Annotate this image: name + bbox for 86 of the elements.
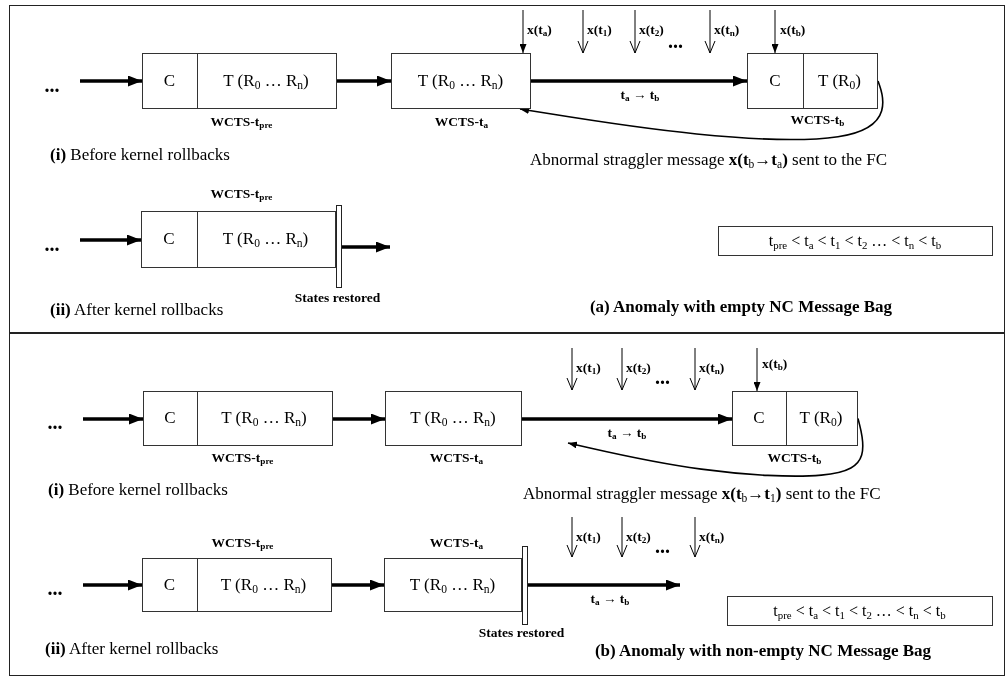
state-label: T (R$_{0}$ … R$_{n}$) <box>196 391 331 445</box>
rollback-bar <box>335 204 342 288</box>
caption-text: (i) Before kernel rollbacks <box>50 145 230 165</box>
timestamp-label: WCTS-t$_{a}$ <box>434 113 489 130</box>
ellipsis: ... <box>47 406 83 429</box>
arrow <box>80 75 142 87</box>
caption-text: (ii) After kernel rollbacks <box>45 639 219 659</box>
caption-text: (i) Before kernel rollbacks <box>48 480 228 500</box>
timestamp-label: WCTS-t$_{b}$ <box>790 111 845 128</box>
state-label: T (R$_{0}$ … R$_{n}$) <box>409 406 497 431</box>
time-order-text: t$_{pre}$ < t$_{a}$ < t$_{1}$ < t$_{2}$ … < t$_{n}$ < t$_{b}$ <box>767 230 943 253</box>
message-label: x(t$_{1}$) <box>587 22 612 38</box>
timestamp-label: WCTS-t$_{a}$ <box>429 534 484 551</box>
message-label: x(t$_{n}$) <box>699 529 725 545</box>
arrow <box>342 241 390 253</box>
state-label: T (R$_{0}$) <box>785 391 856 445</box>
arrow <box>83 413 143 425</box>
arrow <box>80 234 141 246</box>
arrow <box>83 579 142 591</box>
component-label: C <box>162 69 177 92</box>
edge-label: Abnormal straggler message x(t$_{b}$→t$_{a}$) sent to the FC <box>530 150 887 170</box>
message-label: x(t$_{2}$) <box>626 529 651 545</box>
component-label: C <box>162 573 177 596</box>
panel-caption: (b) Anomaly with non-empty NC Message Bag <box>594 641 932 661</box>
ellipsis: ... <box>44 69 80 92</box>
state-box <box>141 52 337 109</box>
message-label: x(t$_{2}$) <box>626 360 651 376</box>
timestamp-label: WCTS-t$_{pre}$ <box>210 185 273 202</box>
ellipsis: ... <box>47 572 83 595</box>
state-label: T (R$_{0}$ … R$_{n}$) <box>416 69 505 94</box>
message-label: x(t$_{2}$) <box>639 22 664 38</box>
arrow <box>337 75 391 87</box>
inequality-box <box>717 225 993 256</box>
caption-text: (ii) After kernel rollbacks <box>50 300 224 320</box>
message-label: x(t$_{n}$) <box>699 360 725 376</box>
curved-arrow <box>567 417 864 477</box>
message-label: x(t$_{1}$) <box>576 529 601 545</box>
ellipsis: ... <box>668 30 683 53</box>
arrow <box>522 413 732 425</box>
timestamp-label: WCTS-t$_{pre}$ <box>210 113 273 130</box>
timestamp-label: States restored <box>294 289 381 306</box>
state-label: T (R$_{0}$ … R$_{n}$) <box>196 53 335 108</box>
edge-label: x(t$_{b}$) <box>762 356 788 372</box>
ellipsis: ... <box>44 228 80 251</box>
state-box <box>384 390 522 446</box>
state-box <box>390 52 531 109</box>
ellipsis: ... <box>655 535 670 558</box>
panel-frame <box>9 5 1005 333</box>
state-box <box>140 210 336 268</box>
edge-label: x(t$_{a}$) <box>527 22 552 38</box>
state-box <box>142 390 333 446</box>
arrow <box>528 579 680 591</box>
state-label: T (R$_{0}$ … R$_{n}$) <box>196 558 330 611</box>
timestamp-label: WCTS-t$_{pre}$ <box>211 534 274 551</box>
arrow <box>531 75 747 87</box>
edge-label: x(t$_{b}$) <box>780 22 806 38</box>
component-label: C <box>163 406 177 429</box>
message-label: x(t$_{1}$) <box>576 360 601 376</box>
arrow <box>519 9 527 54</box>
arrow <box>332 579 384 591</box>
timestamp-label: WCTS-t$_{pre}$ <box>211 449 274 466</box>
arrow <box>333 413 385 425</box>
state-label: T (R$_{0}$) <box>802 53 876 108</box>
timestamp-label: WCTS-t$_{b}$ <box>767 449 822 466</box>
arrow <box>753 347 761 392</box>
timestamp-label: WCTS-t$_{a}$ <box>429 449 484 466</box>
state-box <box>141 557 332 612</box>
state-box <box>383 557 522 612</box>
panel-frame <box>9 333 1005 676</box>
panel-caption: (a) Anomaly with empty NC Message Bag <box>589 297 893 317</box>
arrow <box>771 9 779 54</box>
state-box <box>731 390 858 446</box>
rollback-bar <box>521 545 528 625</box>
timestamp-label: States restored <box>478 624 565 641</box>
inequality-box <box>726 595 993 626</box>
component-label: C <box>162 227 176 250</box>
component-label: C <box>752 406 766 429</box>
component-label: C <box>768 69 782 92</box>
curved-arrow <box>519 80 884 141</box>
time-order-text: t$_{pre}$ < t$_{a}$ < t$_{1}$ < t$_{2}$ … < t$_{n}$ < t$_{b}$ <box>772 600 947 623</box>
state-box <box>746 52 878 109</box>
message-label: x(t$_{n}$) <box>714 22 740 38</box>
state-label: T (R$_{0}$ … R$_{n}$) <box>196 211 334 267</box>
edge-label: Abnormal straggler message x(t$_{b}$→t$_{1}$) sent to the FC <box>523 484 881 504</box>
state-label: T (R$_{0}$ … R$_{n}$) <box>408 573 497 598</box>
ellipsis: ... <box>655 366 670 389</box>
